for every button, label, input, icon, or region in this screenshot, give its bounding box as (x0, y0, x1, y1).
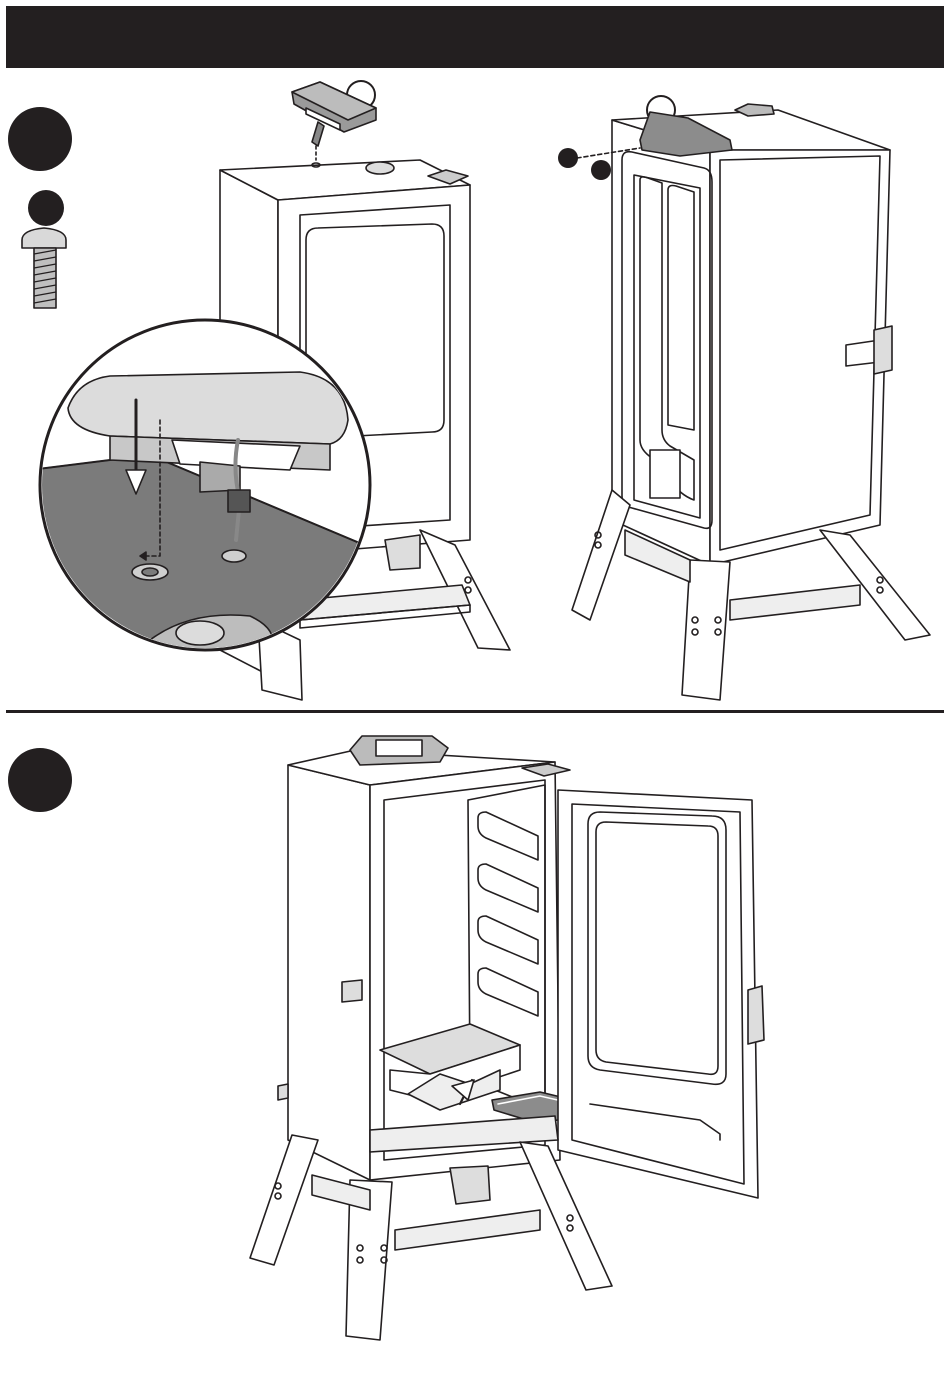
smoker-top-right (572, 104, 930, 700)
smoker-bottom (250, 736, 764, 1340)
control-box-top-left (292, 82, 376, 160)
screw-icon (22, 228, 66, 308)
